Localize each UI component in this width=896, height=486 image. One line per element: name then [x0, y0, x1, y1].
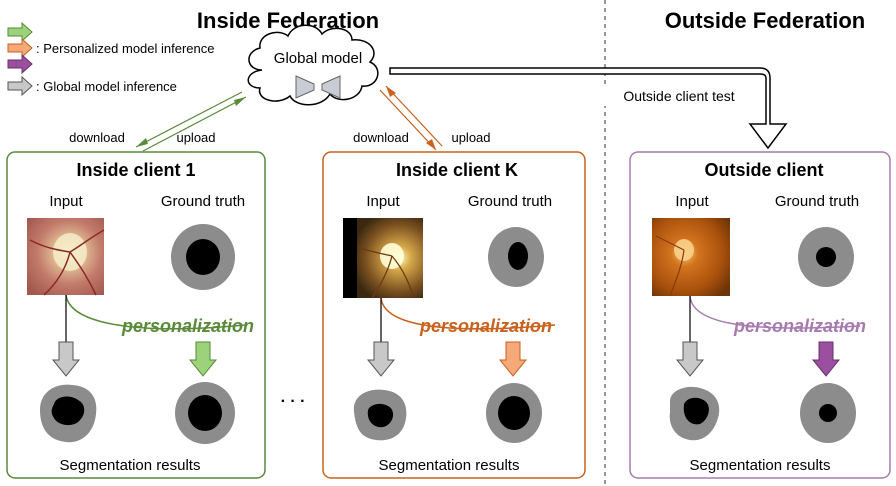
clientk-fundus-image — [343, 218, 423, 299]
outside-fundus-image — [652, 218, 730, 297]
test-label-bg — [603, 86, 755, 106]
client1-transfer: download upload — [69, 91, 247, 152]
inside-federation-heading: Inside Federation — [197, 8, 379, 33]
clientk-global-result — [353, 389, 407, 441]
outside-ground-truth — [798, 227, 854, 287]
outside-client-panel: Outside client Input Ground truth person… — [629, 151, 891, 479]
legend-gray-arrow-icon — [7, 75, 33, 97]
clientk-gt-label: Ground truth — [468, 193, 552, 210]
legend: : Personalized model inference : Global … — [7, 21, 215, 97]
outside-results-label: Segmentation results — [690, 457, 831, 474]
outside-border — [629, 151, 891, 479]
client1-personalized-arrow-icon — [188, 341, 218, 377]
outside-personalized-arrow-icon — [811, 341, 841, 377]
outside-title: Outside client — [704, 160, 823, 180]
global-model-cloud: Global model — [247, 24, 379, 106]
legend-global-label: : Global model inference — [36, 79, 177, 94]
encoder-icon — [295, 75, 315, 99]
outside-global-result — [669, 386, 720, 441]
legend-orange-arrow-icon — [7, 37, 33, 59]
clientk-global-arrow-icon — [366, 341, 396, 377]
clientk-ground-truth — [488, 227, 544, 287]
client1-global-result — [40, 384, 97, 443]
outside-client-test-arrow: Outside client test — [389, 67, 788, 150]
inside-client-1-panel: Inside client 1 Input Ground truth perso… — [6, 151, 266, 479]
inside-client-k-panel: Inside client K Input Ground truth perso… — [322, 151, 586, 479]
client1-download-line — [135, 91, 243, 148]
clientk-download-label: download — [353, 130, 409, 145]
clientk-personalization-label: personalization — [419, 316, 552, 336]
outside-client-test-label: Outside client test — [623, 88, 734, 104]
ellipsis: · · · — [281, 393, 306, 410]
client1-upload-label: upload — [176, 130, 215, 145]
clientk-download-line — [379, 89, 437, 151]
client1-ground-truth — [171, 224, 235, 290]
decoder-icon — [321, 75, 341, 99]
client1-global-arrow-icon — [51, 341, 81, 377]
clientk-border — [322, 151, 586, 479]
global-model-label: Global model — [274, 50, 362, 67]
client1-personalized-result — [175, 382, 235, 444]
clientk-upload-arrowhead-icon — [386, 86, 396, 97]
outside-personalization-label: personalization — [733, 316, 866, 336]
client1-upload-arrowhead-icon — [234, 97, 246, 106]
outside-global-arrow-icon — [675, 341, 705, 377]
client1-personalization-label: personalization — [121, 316, 254, 336]
client1-gt-label: Ground truth — [161, 193, 245, 210]
clientk-transfer: download upload — [353, 85, 491, 151]
client1-fundus-image — [27, 218, 105, 296]
outside-federation-heading: Outside Federation — [665, 8, 865, 33]
clientk-input-label: Input — [366, 193, 400, 210]
client1-border — [6, 151, 266, 479]
clientk-upload-label: upload — [451, 130, 490, 145]
clientk-personalization-path — [380, 297, 556, 330]
clientk-upload-line — [385, 85, 443, 147]
outside-input-label: Input — [675, 193, 709, 210]
outside-gt-label: Ground truth — [775, 193, 859, 210]
client1-results-label: Segmentation results — [60, 457, 201, 474]
client1-download-label: download — [69, 130, 125, 145]
legend-green-arrow-icon — [7, 21, 33, 43]
clientk-title: Inside client K — [396, 160, 518, 180]
client1-upload-line — [142, 96, 247, 152]
client1-title: Inside client 1 — [76, 160, 195, 180]
client1-personalization-path — [65, 294, 246, 330]
clientk-personalized-arrow-icon — [498, 341, 528, 377]
clientk-download-arrowhead-icon — [426, 139, 436, 150]
clientk-results-label: Segmentation results — [379, 457, 520, 474]
client1-download-arrowhead-icon — [136, 138, 148, 147]
client1-input-label: Input — [49, 193, 83, 210]
clientk-personalized-result — [486, 383, 542, 443]
outside-personalized-result — [800, 383, 856, 443]
outside-personalization-path — [689, 295, 861, 329]
legend-personalized-label: : Personalized model inference — [36, 41, 215, 56]
legend-purple-arrow-icon — [7, 53, 33, 75]
